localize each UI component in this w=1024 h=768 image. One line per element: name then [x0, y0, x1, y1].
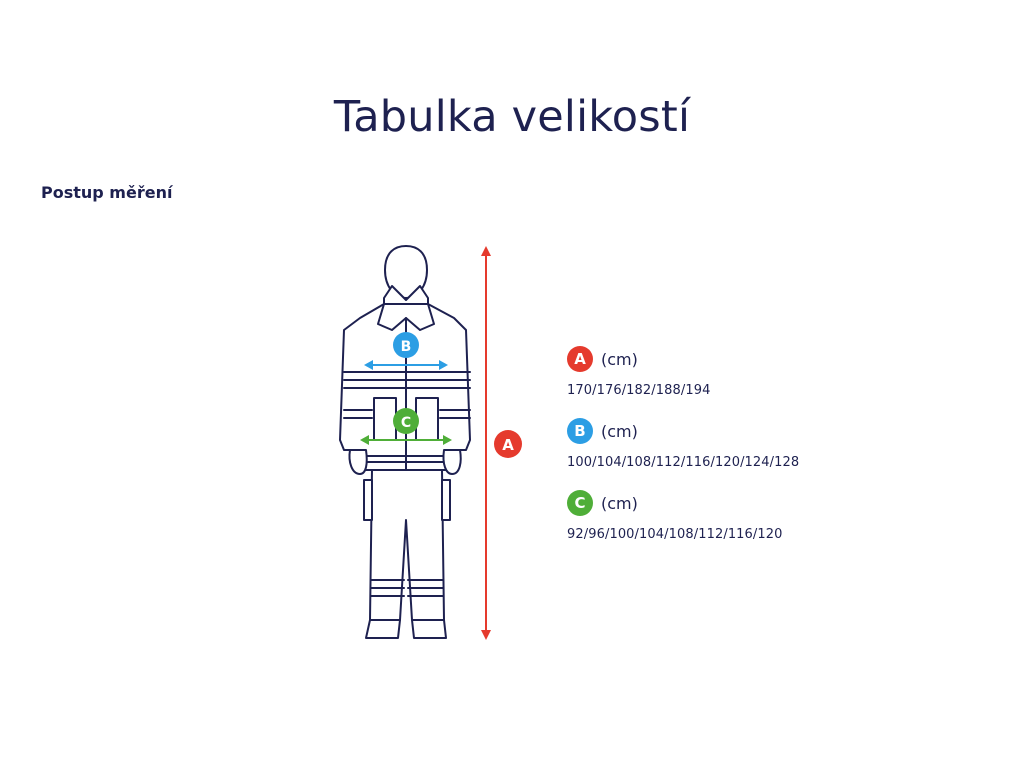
figure-trousers	[370, 470, 444, 620]
page-title: Tabulka velikostí	[0, 92, 1024, 142]
measurement-procedure-heading: Postup měření	[41, 183, 172, 202]
figure-right-boot	[412, 620, 446, 638]
figure-right-hand	[443, 450, 460, 474]
legend-row-c: C (cm) 92/96/100/104/108/112/116/120	[567, 489, 867, 561]
height-arrow-a	[481, 246, 491, 640]
legend-row-a: A (cm) 170/176/182/188/194	[567, 345, 867, 417]
badge-b: B	[567, 418, 593, 444]
firefighter-suit-illustration: A B C	[330, 240, 530, 650]
legend-sizes-a: 170/176/182/188/194	[567, 383, 867, 398]
legend-sizes-b: 100/104/108/112/116/120/124/128	[567, 455, 867, 470]
figure-left-boot	[366, 620, 400, 638]
marker-c-label: C	[401, 415, 411, 431]
badge-c: C	[567, 490, 593, 516]
legend-unit-b: (cm)	[601, 422, 638, 441]
badge-a: A	[567, 346, 593, 372]
marker-b-label: B	[401, 339, 412, 355]
legend-unit-c: (cm)	[601, 494, 638, 513]
legend-unit-a: (cm)	[601, 350, 638, 369]
legend-sizes-c: 92/96/100/104/108/112/116/120	[567, 527, 867, 542]
legend-row-b: B (cm) 100/104/108/112/116/120/124/128	[567, 417, 867, 489]
marker-a-label: A	[502, 436, 514, 454]
measurement-diagram: A B C	[330, 240, 530, 650]
figure-left-hand	[349, 450, 366, 474]
size-legend: A (cm) 170/176/182/188/194 B (cm) 100/10…	[567, 345, 867, 561]
